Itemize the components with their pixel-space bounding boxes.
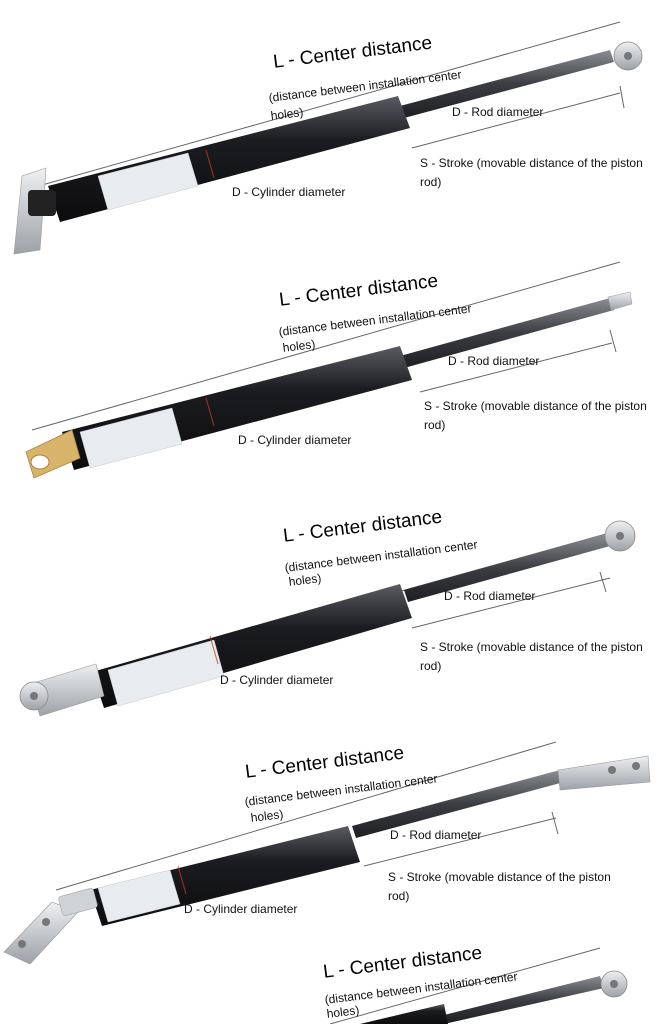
- strut-5: [329, 947, 628, 1024]
- rod-diameter-label: D - Rod diameter: [448, 354, 540, 368]
- stroke-label: S - Stroke (movable distance of the pist…: [420, 156, 643, 170]
- stroke-line: [419, 342, 613, 393]
- stroke-line: [411, 92, 621, 149]
- center-distance-line: [41, 21, 621, 186]
- rod-diameter-label: D - Rod diameter: [390, 828, 482, 842]
- stroke-line: [363, 817, 557, 867]
- cylinder-diameter-label: D - Cylinder diameter: [184, 902, 298, 916]
- cylinder: [360, 1004, 448, 1024]
- strut-3: [19, 520, 636, 717]
- strut-4: [3, 741, 651, 965]
- ball-joint: [19, 663, 105, 717]
- cylinder-diameter-label: D - Cylinder diameter: [238, 433, 352, 447]
- stroke-label-end: rod): [424, 418, 446, 432]
- stroke-label-end: rod): [420, 659, 442, 673]
- rod-diameter-label: D - Rod diameter: [444, 589, 536, 603]
- stroke-line: [411, 577, 611, 629]
- label-sticker: [107, 639, 225, 707]
- center-distance-line: [329, 947, 601, 1024]
- label-sticker: [97, 869, 181, 923]
- stroke-label-end: rod): [420, 175, 442, 189]
- label-sticker: [97, 152, 199, 211]
- stroke-label: S - Stroke (movable distance of the pist…: [424, 399, 647, 413]
- cylinder-diameter-label: D - Cylinder diameter: [232, 185, 346, 199]
- piston-rod: [352, 770, 564, 838]
- piston-rod: [404, 534, 610, 602]
- piston-rod: [440, 976, 604, 1024]
- stroke-label: S - Stroke (movable distance of the pist…: [388, 870, 611, 884]
- brass-eyelet: [25, 429, 81, 479]
- stroke-label: S - Stroke (movable distance of the pist…: [420, 640, 643, 654]
- piston-rod: [400, 50, 614, 118]
- stroke-label-end: rod): [388, 889, 410, 903]
- strut-1: [13, 21, 643, 255]
- label-sticker: [79, 407, 183, 469]
- flat-bracket: [3, 888, 98, 965]
- strut-2: [25, 261, 633, 479]
- center-distance-line: [55, 741, 557, 891]
- cylinder: [48, 96, 410, 222]
- threaded-stud: [607, 291, 633, 311]
- rod-diameter-label: D - Rod diameter: [452, 105, 544, 119]
- cylinder-diameter-label: D - Cylinder diameter: [220, 673, 334, 687]
- center-distance-line: [31, 261, 621, 431]
- flat-bracket: [557, 755, 651, 791]
- piston-rod: [400, 298, 614, 368]
